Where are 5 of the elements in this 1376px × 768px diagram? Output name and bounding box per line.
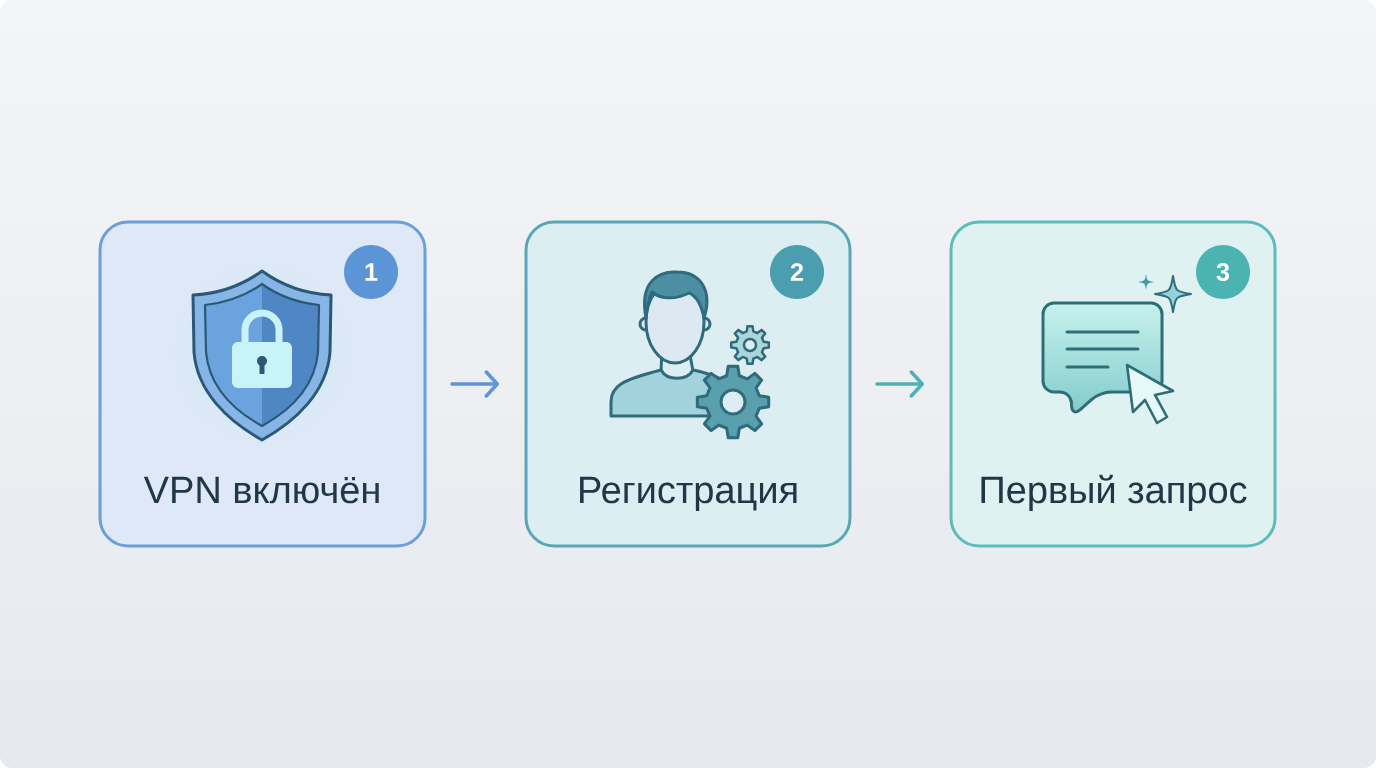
number-badge: 1	[344, 245, 398, 299]
arrow	[875, 370, 924, 398]
number-badge: 2	[770, 245, 824, 299]
number-badge: 3	[1196, 245, 1250, 299]
arrow	[450, 370, 499, 398]
